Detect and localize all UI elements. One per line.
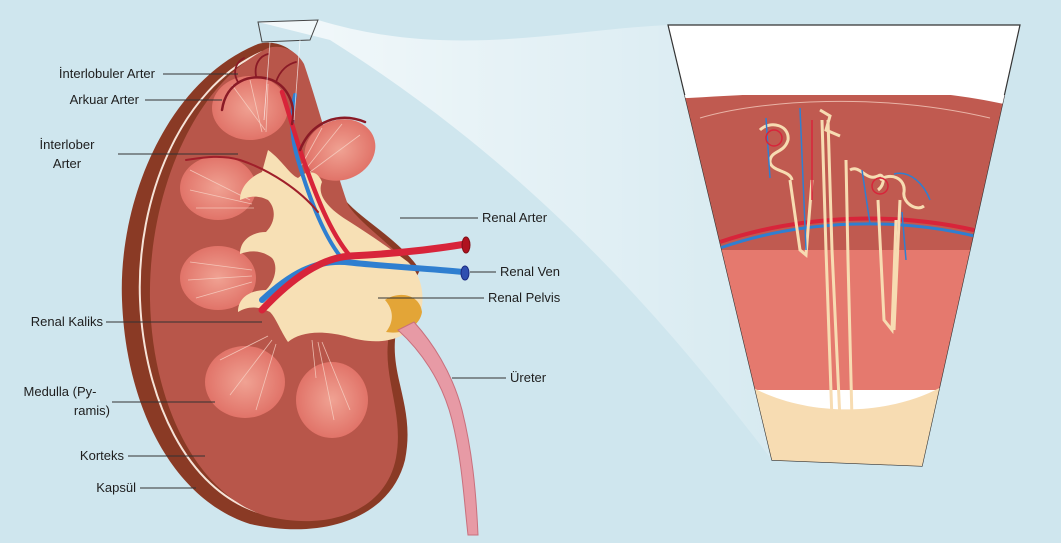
label-interlober-arter-2: Arter [30, 156, 104, 171]
label-renal-ven: Renal Ven [500, 264, 560, 279]
label-interlobuler-arter: İnterlobuler Arter [59, 66, 155, 81]
label-renal-pelvis: Renal Pelvis [488, 290, 560, 305]
label-renal-kaliks: Renal Kaliks [31, 314, 103, 329]
label-renal-arter: Renal Arter [482, 210, 547, 225]
renal-vein-end [461, 266, 469, 280]
label-korteks: Korteks [80, 448, 124, 463]
renal-artery-end [462, 237, 470, 253]
label-interlober-arter-1: İnterlober [30, 137, 104, 152]
label-ureter: Üreter [510, 370, 546, 385]
label-medulla-2: ramis) [10, 403, 110, 418]
pyramid-6 [296, 362, 368, 438]
label-kapsul: Kapsül [96, 480, 136, 495]
label-medulla-1: Medulla (Py- [10, 384, 110, 399]
pyramid-5 [205, 346, 285, 418]
label-arkuar-arter: Arkuar Arter [70, 92, 139, 107]
